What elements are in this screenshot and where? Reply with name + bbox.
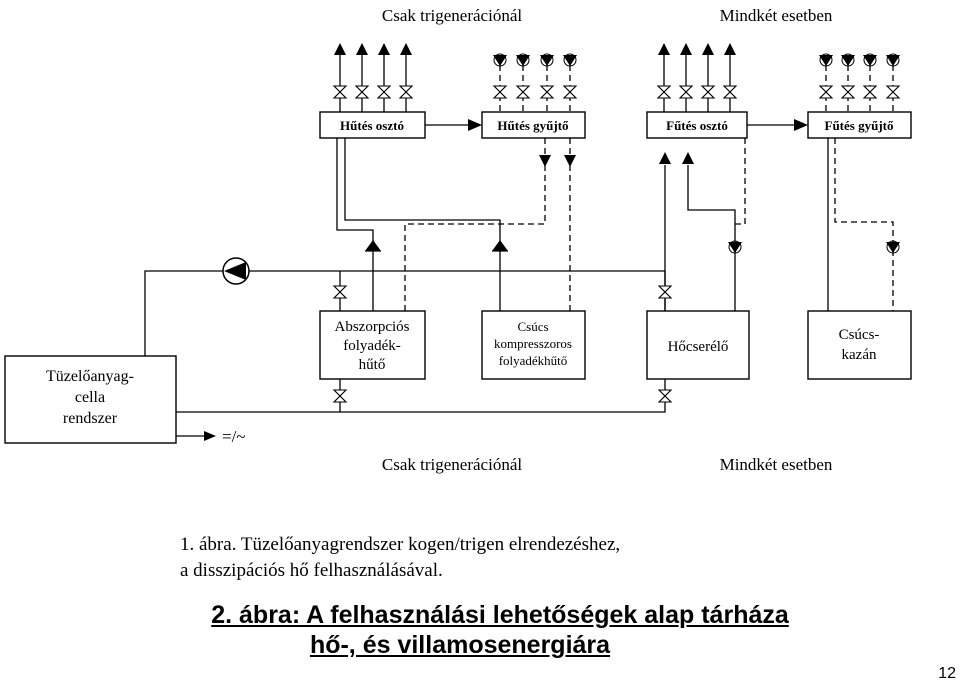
cooling-loop-piping (336, 138, 576, 311)
heating-distributor-branches (657, 43, 737, 112)
fuel-cell-system-box (4, 355, 177, 444)
page-number: 12 (938, 665, 956, 682)
heating-collector-label: Fűtés gyűjtő (825, 118, 894, 133)
heating-loop-piping (659, 138, 901, 311)
peak-compressor-chiller-label-1: Csúcs (517, 319, 548, 334)
heat-exchanger-box (646, 310, 750, 380)
electric-output-label: =/~ (222, 427, 246, 446)
heat-exchanger-label: Hőcserélő (668, 339, 729, 355)
fuel-cell-feed-circuit (144, 270, 672, 413)
peak-boiler-label-2: kazán (842, 347, 877, 363)
section-label-bottom-right: Mindkét esetben (720, 455, 833, 474)
peak-compressor-chiller-label-3: folyadékhűtő (499, 353, 568, 368)
cooling-collector-label: Hűtés gyűjtő (497, 118, 569, 133)
figure-caption-line-2: a disszipációs hő felhasználásával. (180, 560, 443, 581)
circulation-pump-icon (222, 257, 250, 285)
heating-collector-box (807, 111, 912, 139)
footer-title-line-1: 2. ábra: A felhasználási lehetőségek ala… (211, 601, 789, 629)
absorption-chiller-box (319, 310, 426, 380)
absorption-chiller-label-1: Abszorpciós (335, 319, 410, 335)
cooling-distributor-label: Hűtés osztó (340, 118, 404, 133)
figure-caption-line-1: 1. ábra. Tüzelőanyagrendszer kogen/trige… (180, 534, 620, 555)
cooling-distributor-box (319, 111, 426, 139)
section-label-top-right: Mindkét esetben (720, 6, 833, 25)
peak-compressor-chiller-label-2: kompresszoros (494, 336, 572, 351)
footer-title-line-2: hő-, és villamosenergiára (309, 631, 611, 659)
peak-compressor-chiller-box (481, 310, 586, 380)
footer-title: 2. ábra: A felhasználási lehetőségek ala… (0, 600, 960, 660)
section-label-top-left: Csak trigenerációnál (382, 6, 522, 25)
peak-boiler-box (807, 310, 912, 380)
heating-distributor-label: Fűtés osztó (666, 118, 728, 133)
absorption-chiller-label-3: hűtő (359, 357, 386, 373)
section-label-bottom-left: Csak trigenerációnál (382, 455, 522, 474)
fuel-cell-system-label-1: Tüzelőanyag- (46, 368, 134, 385)
electric-output: =/~ (176, 427, 246, 446)
fuel-cell-system-label-2: cella (75, 389, 105, 406)
peak-boiler-label-1: Csúcs- (839, 327, 880, 343)
absorption-chiller-label-2: folyadék- (343, 338, 400, 354)
cooling-collector-branches (492, 53, 578, 112)
manifold-flow-arrows (425, 119, 808, 131)
fuel-cell-system-label-3: rendszer (63, 410, 118, 427)
cooling-distributor-branches (333, 43, 413, 112)
heating-collector-branches (818, 53, 901, 112)
